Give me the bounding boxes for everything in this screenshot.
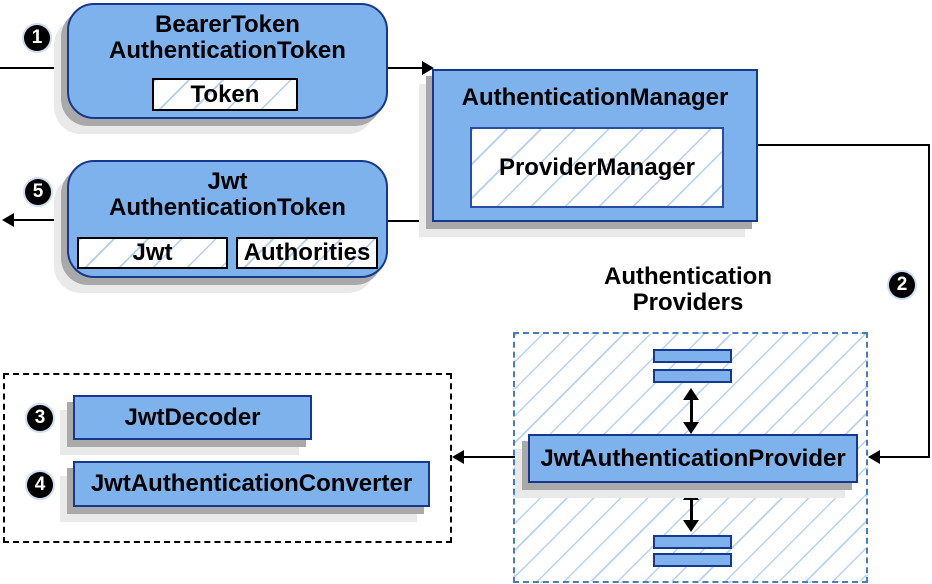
connector-jwt-token-out (13, 219, 67, 221)
arrowhead-left-icon (452, 450, 464, 464)
slot-jwt: Jwt (77, 237, 228, 269)
provider-stack-bar (653, 369, 732, 383)
arrowhead-right-icon (422, 61, 434, 75)
node-title: BearerToken AuthenticationToken (69, 5, 386, 64)
connector-incoming-request (0, 67, 67, 69)
authentication-providers-title-line1: Authentication (604, 263, 772, 290)
step-badge-5: 5 (25, 179, 51, 205)
slot-provider-manager: ProviderManager (470, 127, 724, 208)
node-jwt-authentication-converter: JwtAuthenticationConverter (73, 461, 430, 507)
step-badge-4: 4 (27, 472, 53, 498)
arrowhead-down-icon (683, 422, 699, 434)
connector-provider-to-decoder-group (463, 456, 528, 458)
node-jwt-authentication-token: Jwt AuthenticationToken Jwt Authorities (67, 160, 388, 278)
step-badge-2: 2 (889, 272, 915, 298)
slot-token: Token (152, 78, 298, 111)
arrowhead-down-icon (683, 520, 699, 532)
bearer-token-title-line2: AuthenticationToken (109, 37, 346, 64)
arrowhead-left-icon (868, 450, 880, 464)
connector-manager-elbow-top (758, 144, 930, 146)
provider-stack-bar (653, 349, 732, 363)
connector-manager-elbow-bottom (880, 456, 930, 458)
authentication-providers-title-line2: Providers (632, 289, 744, 316)
bidirectional-arrow-shaft (690, 398, 693, 424)
jwt-token-title-line2: AuthenticationToken (109, 194, 346, 221)
jwt-decoder-converter-group (3, 373, 452, 543)
connector-bearer-to-manager (388, 67, 424, 69)
connector-manager-elbow-vertical (928, 144, 930, 458)
node-title: Jwt AuthenticationToken (69, 162, 386, 221)
bearer-token-title-line1: BearerToken (155, 11, 300, 38)
slot-authorities: Authorities (236, 237, 378, 269)
arrowhead-left-icon (2, 213, 14, 227)
arrowhead-up-icon (683, 388, 699, 400)
node-authentication-manager: AuthenticationManager ProviderManager (432, 69, 758, 222)
bidirectional-arrow-shaft (690, 498, 693, 522)
node-bearer-token-authentication-token: BearerToken AuthenticationToken Token (67, 3, 388, 119)
provider-stack-bar (653, 553, 732, 567)
node-title: AuthenticationManager (461, 84, 729, 111)
node-jwt-decoder: JwtDecoder (73, 395, 312, 440)
node-jwt-authentication-provider: JwtAuthenticationProvider (528, 434, 858, 483)
jwt-token-title-line1: Jwt (207, 168, 248, 195)
authentication-providers-title: Authentication Providers (563, 264, 813, 316)
step-badge-1: 1 (24, 25, 50, 51)
arrowhead-up-icon (683, 488, 699, 500)
provider-stack-bar (653, 535, 732, 549)
connector-manager-to-jwt-token (388, 220, 432, 222)
step-badge-3: 3 (27, 405, 53, 431)
